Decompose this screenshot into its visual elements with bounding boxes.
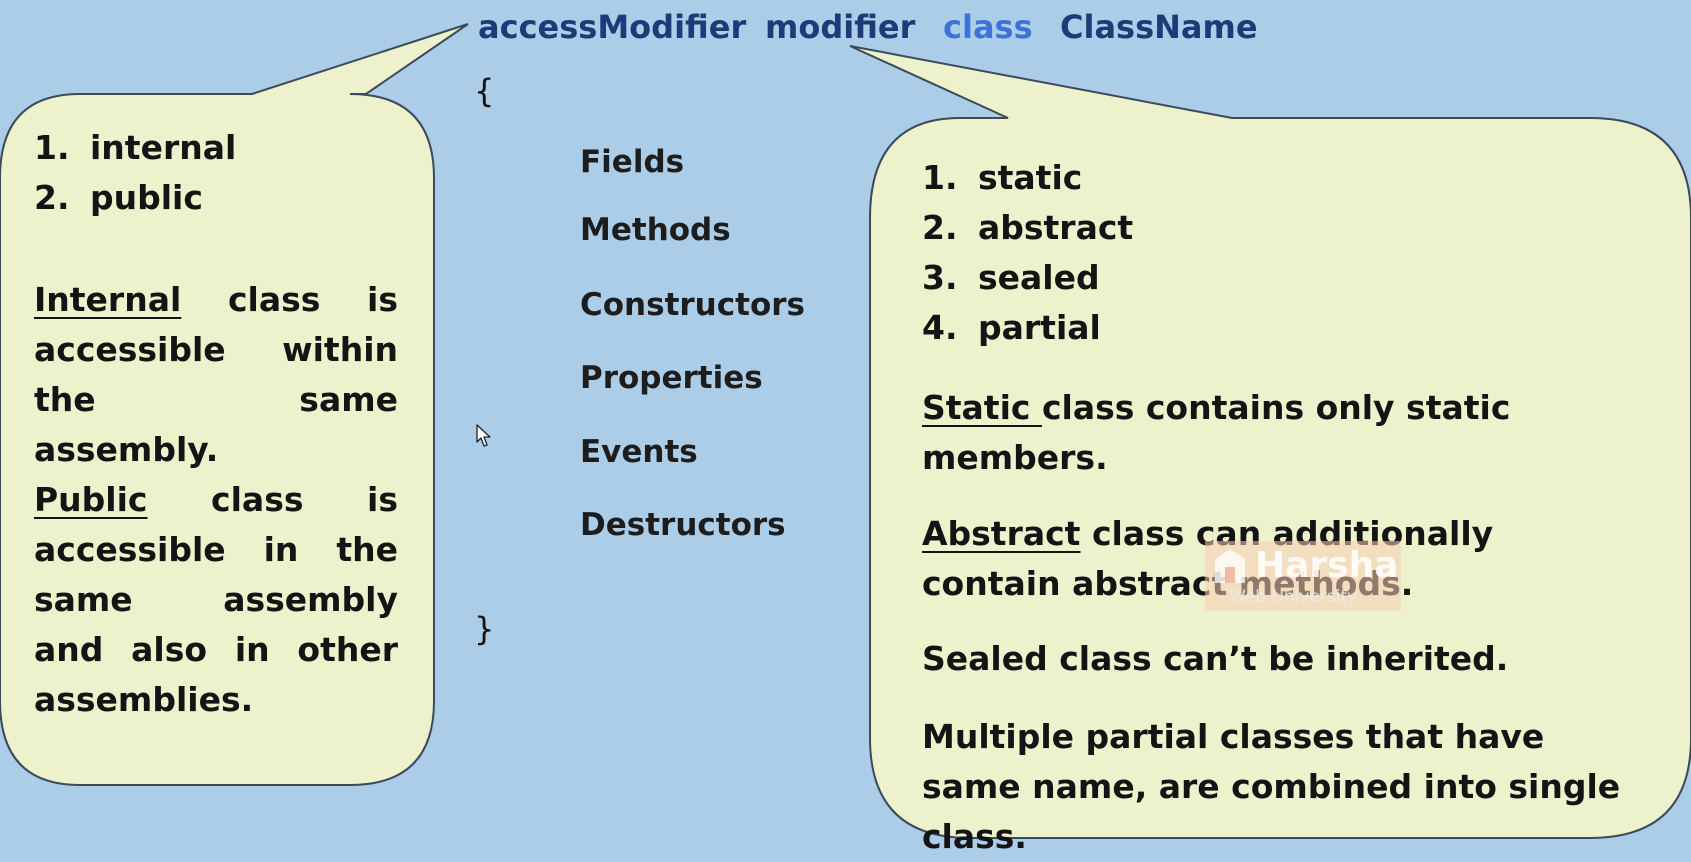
internal-text: class is accessible within the same asse… (34, 280, 398, 469)
member-events: Events (580, 434, 698, 470)
static-description: Static class contains only static member… (922, 383, 1522, 483)
access-modifier-callout (0, 23, 469, 786)
public-term: Public (34, 480, 148, 519)
close-brace: } (474, 610, 495, 648)
syntax-class-keyword: class (943, 8, 1033, 46)
syntax-modifier: modifier (765, 8, 916, 46)
list-number: 1. (34, 128, 70, 167)
abstract-term: Abstract (922, 514, 1081, 553)
modifier-list-item: 2. abstract (922, 208, 1133, 247)
static-text: class contains only static members. (922, 388, 1511, 477)
modifier-list-item: 3. sealed (922, 258, 1100, 297)
internal-description: Internal class is accessible within the … (34, 275, 398, 475)
modifier-list-item: 4. partial (922, 308, 1101, 347)
list-text: partial (978, 308, 1101, 347)
open-brace: { (474, 72, 495, 110)
callout-shapes (0, 23, 1691, 839)
member-destructors: Destructors (580, 507, 786, 543)
list-number: 2. (34, 178, 70, 217)
static-term: Static (922, 388, 1042, 427)
access-list-item: 1. internal (34, 128, 236, 167)
public-description: Public class is accessible in the same a… (34, 475, 398, 725)
list-number: 3. (922, 258, 958, 297)
member-methods: Methods (580, 212, 731, 248)
list-number: 4. (922, 308, 958, 347)
watermark-title: Harsha (1255, 545, 1399, 586)
internal-term: Internal (34, 280, 182, 319)
list-text: abstract (978, 208, 1134, 247)
harsha-watermark: Harsha Web University (1205, 541, 1401, 611)
list-text: static (978, 158, 1083, 197)
syntax-class-name: ClassName (1060, 8, 1258, 46)
member-properties: Properties (580, 360, 763, 396)
access-list-item: 2. public (34, 178, 203, 217)
building-logo-icon (1215, 549, 1245, 583)
member-constructors: Constructors (580, 287, 805, 323)
list-number: 2. (922, 208, 958, 247)
partial-description: Multiple partial classes that have same … (922, 717, 1621, 856)
mouse-pointer-icon (476, 424, 491, 447)
modifier-list-item: 1. static (922, 158, 1082, 197)
member-fields: Fields (580, 144, 685, 180)
sealed-description: Sealed class can’t be inherited. (922, 639, 1509, 678)
slide: accessModifier modifier class ClassName … (0, 8, 1691, 856)
watermark-subtitle: Web University (1229, 587, 1358, 607)
public-text: class is accessible in the same assembly… (34, 480, 398, 719)
syntax-access-modifier: accessModifier (478, 8, 747, 46)
list-number: 1. (922, 158, 958, 197)
list-text: sealed (978, 258, 1100, 297)
modifier-callout (849, 45, 1691, 839)
list-text: public (90, 178, 203, 217)
list-text: internal (90, 128, 237, 167)
